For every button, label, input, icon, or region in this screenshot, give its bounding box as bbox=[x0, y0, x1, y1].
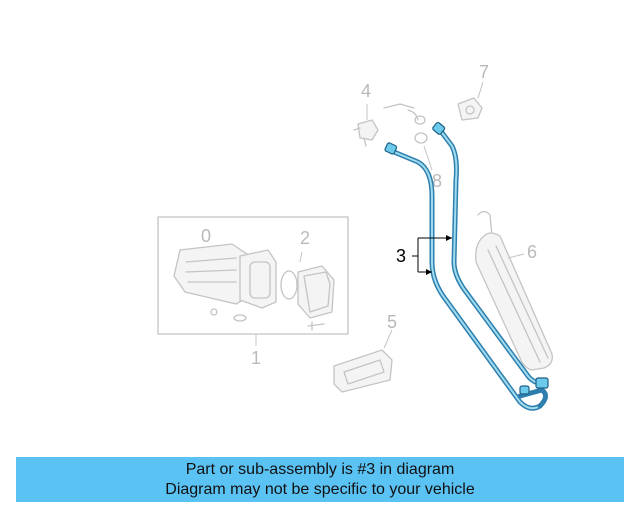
callout-7: 7 bbox=[479, 62, 489, 82]
part-8-clamp: 8 bbox=[414, 132, 442, 191]
callout-3: 3 bbox=[396, 246, 406, 266]
callout-8: 8 bbox=[432, 171, 442, 191]
part-5-pan: 5 bbox=[333, 312, 397, 393]
banner-line-disclaimer: Diagram may not be specific to your vehi… bbox=[165, 481, 475, 498]
hose-cooler-fitting[interactable] bbox=[535, 377, 549, 389]
callout-1: 1 bbox=[251, 348, 261, 368]
hose-loop[interactable] bbox=[517, 387, 548, 409]
part-3-hose-assembly[interactable]: 3 bbox=[384, 121, 549, 411]
parts-diagram: 0 2 1 4 7 8 6 bbox=[157, 62, 553, 411]
callout-3-leader bbox=[412, 237, 452, 273]
part-6-cooler: 6 bbox=[475, 210, 553, 371]
pump-body bbox=[173, 243, 251, 305]
part-info-banner: Part or sub-assembly is #3 in diagram Di… bbox=[16, 457, 624, 502]
pump-flange bbox=[239, 249, 277, 309]
part-1-pump-assembly: 0 2 1 bbox=[157, 216, 349, 368]
callout-5: 5 bbox=[387, 312, 397, 332]
hose-a-end-fitting[interactable] bbox=[384, 142, 398, 155]
hose-b-end-fitting[interactable] bbox=[432, 121, 446, 135]
ghost-mark-zero: 0 bbox=[201, 226, 211, 246]
callout-4: 4 bbox=[361, 81, 371, 101]
callout-6: 6 bbox=[527, 242, 537, 262]
banner-line-part: Part or sub-assembly is #3 in diagram bbox=[185, 461, 455, 478]
pump-cover bbox=[297, 265, 335, 319]
part-7-fitting: 7 bbox=[457, 62, 489, 121]
o-ring bbox=[280, 270, 298, 300]
part-4-bracket: 4 bbox=[353, 81, 426, 147]
part-1-frame bbox=[157, 216, 349, 335]
cooler-body bbox=[475, 232, 553, 371]
bolt bbox=[307, 321, 325, 331]
callout-2: 2 bbox=[300, 228, 310, 248]
